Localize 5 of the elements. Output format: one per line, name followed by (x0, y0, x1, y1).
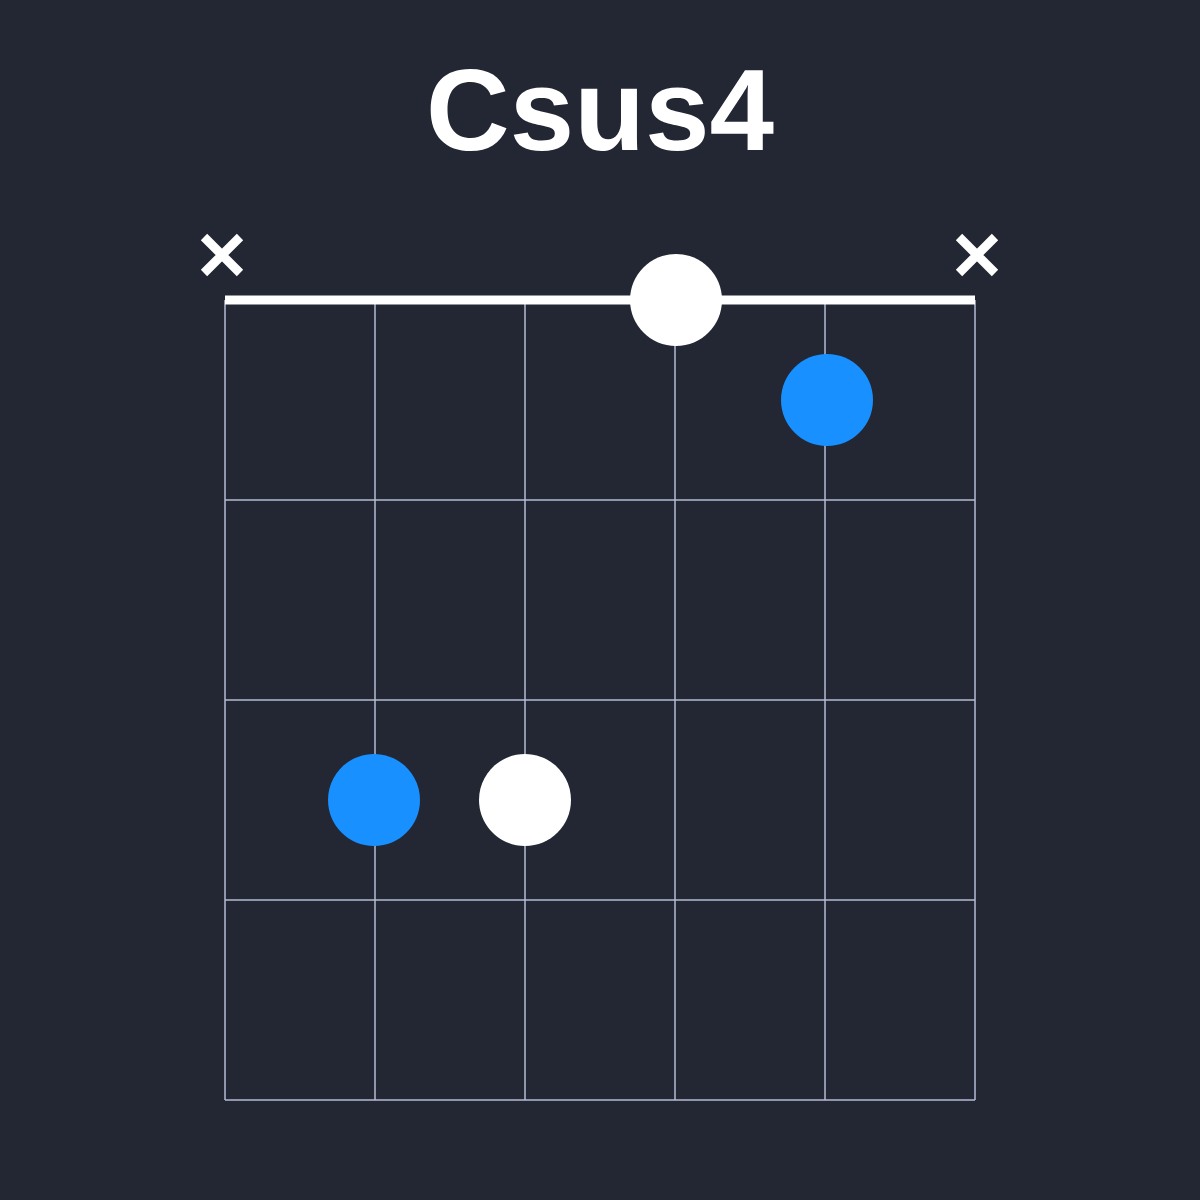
title: Csus4 (430, 68, 774, 152)
finger-dot (328, 754, 420, 846)
finger-dot (630, 254, 722, 346)
finger-dot (479, 754, 571, 846)
finger-dot (781, 354, 873, 446)
